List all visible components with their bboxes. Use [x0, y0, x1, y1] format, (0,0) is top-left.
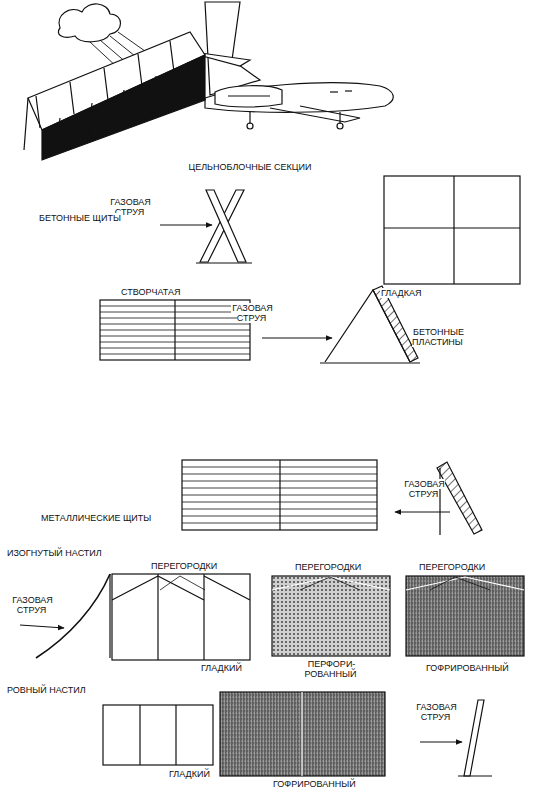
label-text: ПЕРФОРИ- РОВАННЫЙ: [305, 659, 358, 679]
figure-label: ПЕРФОРИ- РОВАННЫЙ: [296, 660, 366, 680]
figure-label: ПЕРЕГОРОДКИ: [418, 563, 498, 573]
figure-label: ГОФРИРОВАННЫЙ: [272, 780, 372, 790]
label-text: ПЕРЕГОРОДКИ: [150, 561, 218, 571]
label-text: ГОФРИРОВАННЫЙ: [272, 779, 357, 789]
label-text: БЕТОННЫЕ ПЛАСТИНЫ: [412, 327, 464, 347]
label-text: РОВНЫЙ НАСТИЛ: [6, 685, 87, 695]
label-text: ИЗОГНУТЫЙ НАСТИЛ: [6, 548, 103, 558]
figure-label: ГАЗОВАЯ СТРУЯ: [6, 596, 58, 616]
label-text: ГАЗОВАЯ СТРУЯ: [231, 303, 273, 323]
label-text: МЕТАЛЛИЧЕСКИЕ ЩИТЫ: [40, 513, 152, 523]
label-text: ЦЕЛЬНОБЛОЧНЫЕ СЕКЦИИ: [188, 162, 313, 172]
figure-label: ЦЕЛЬНОБЛОЧНЫЕ СЕКЦИИ: [180, 163, 320, 173]
figure-label: ГАЗОВАЯ СТРУЯ: [226, 304, 278, 324]
figure-label: РОВНЫЙ НАСТИЛ: [6, 686, 116, 696]
label-text: ГАЗОВАЯ СТРУЯ: [11, 595, 53, 615]
label-text: ПЕРЕГОРОДКИ: [294, 562, 362, 572]
figure-label: ГОФРИРОВАННЫЙ: [425, 664, 525, 674]
figure-label: ГЛАДКАЯ: [380, 289, 440, 299]
label-text: ГЛАДКИЙ: [200, 663, 243, 673]
figure-label: БЕТОННЫЕ ЩИТЫ: [38, 214, 148, 224]
figure-label: МЕТАЛЛИЧЕСКИЕ ЩИТЫ: [40, 514, 180, 524]
figure-label: ПЕРЕГОРОДКИ: [150, 562, 230, 572]
figure-label: ИЗОГНУТЫЙ НАСТИЛ: [6, 549, 116, 559]
label-text: ГЛАДКАЯ: [380, 288, 422, 298]
label-text: БЕТОННЫЕ ЩИТЫ: [38, 213, 122, 223]
figure-label: ГАЗОВАЯ СТРУЯ: [398, 480, 450, 500]
figure-label: СТВОРЧАТАЯ: [120, 288, 200, 298]
figure-label: ГЛАДКИЙ: [168, 770, 228, 780]
figure-label: БЕТОННЫЕ ПЛАСТИНЫ: [412, 328, 482, 348]
label-text: СТВОРЧАТАЯ: [120, 287, 181, 297]
label-text: ГОФРИРОВАННЫЙ: [425, 663, 510, 673]
label-text: ГАЗОВАЯ СТРУЯ: [403, 479, 445, 499]
figure-label: ПЕРЕГОРОДКИ: [294, 563, 374, 573]
label-text: ГАЗОВАЯ СТРУЯ: [415, 702, 457, 722]
figure-label: ГЛАДКИЙ: [200, 664, 260, 674]
label-text: ГЛАДКИЙ: [168, 769, 211, 779]
label-text: ПЕРЕГОРОДКИ: [418, 562, 486, 572]
figure-label: ГАЗОВАЯ СТРУЯ: [410, 703, 462, 723]
